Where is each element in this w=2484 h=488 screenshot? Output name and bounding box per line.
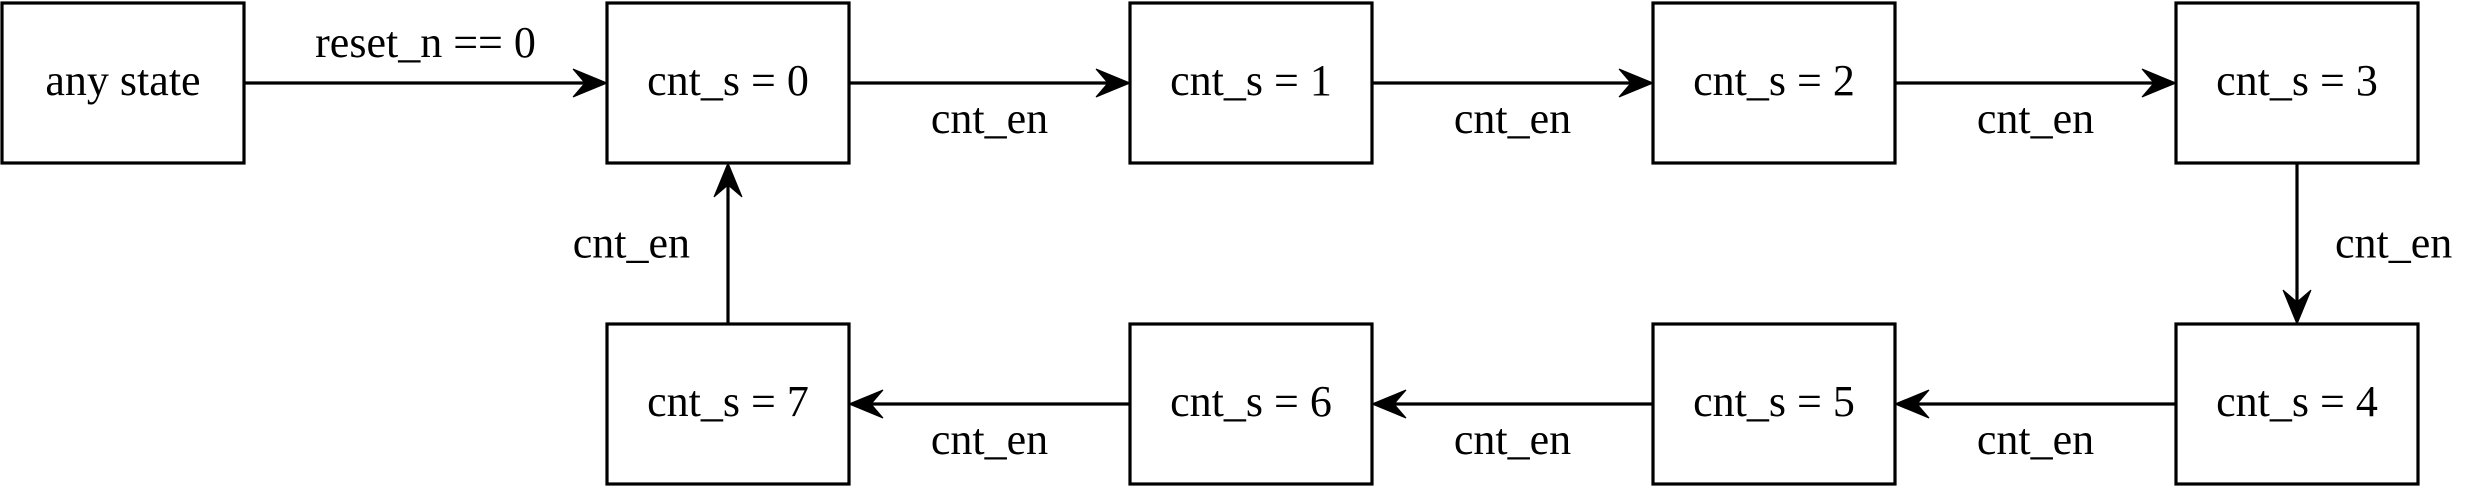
transition-label: reset_n == 0 [315,18,536,67]
arrow-head [572,68,609,98]
state-node-any: any state [0,1,246,165]
transition-s1-to-s2 [1372,68,1655,98]
state-node-s6: cnt_s = 6 [1128,322,1374,486]
arrow-head [2141,68,2178,98]
transition-s4-to-s5 [1893,389,2176,419]
state-label: any state [45,56,200,105]
transition-labels-layer: reset_n == 0 cnt_en cnt_en cnt_en cnt_en cnt_… [315,18,2452,464]
state-box [1128,1,1374,165]
transition-s7-to-s0 [713,161,743,324]
transition-s0-to-s1 [849,68,1132,98]
arrow-head [1370,389,1407,419]
transition-any-to-s0 [244,68,609,98]
state-label: cnt_s = 7 [647,377,809,426]
arrow-head [713,161,743,198]
transitions-layer [244,68,2312,419]
transition-label: cnt_en [2335,219,2452,268]
state-label: cnt_s = 1 [1170,56,1332,105]
transition-label: cnt_en [573,219,690,268]
transition-label: cnt_en [1454,94,1571,143]
transition-s2-to-s3 [1895,68,2178,98]
transition-s6-to-s7 [847,389,1130,419]
transition-label: cnt_en [1977,415,2094,464]
state-node-s3: cnt_s = 3 [2174,1,2420,165]
state-node-s2: cnt_s = 2 [1651,1,1897,165]
state-label: cnt_s = 0 [647,56,809,105]
transition-label: cnt_en [1977,94,2094,143]
state-box [605,322,851,486]
states-layer: any state cnt_s = 0 cnt_s = 1 cnt_s = 2 cnt_… [0,1,2420,486]
state-node-s0: cnt_s = 0 [605,1,851,165]
state-node-s5: cnt_s = 5 [1651,322,1897,486]
state-node-s7: cnt_s = 7 [605,322,851,486]
transition-label: cnt_en [931,94,1048,143]
arrow-head [1095,68,1132,98]
state-box [1128,322,1374,486]
state-box [2174,322,2420,486]
state-label: cnt_s = 5 [1693,377,1855,426]
transition-label: cnt_en [1454,415,1571,464]
transition-label: cnt_en [931,415,1048,464]
state-box [2174,1,2420,165]
state-box [0,1,246,165]
state-label: cnt_s = 4 [2216,377,2378,426]
state-node-s1: cnt_s = 1 [1128,1,1374,165]
state-node-s4: cnt_s = 4 [2174,322,2420,486]
state-box [1651,322,1897,486]
state-label: cnt_s = 6 [1170,377,1332,426]
arrow-head [1893,389,1930,419]
state-box [605,1,851,165]
arrow-head [1618,68,1655,98]
state-label: cnt_s = 3 [2216,56,2378,105]
transition-s5-to-s6 [1370,389,1653,419]
state-label: cnt_s = 2 [1693,56,1855,105]
state-box [1651,1,1897,165]
arrow-head [847,389,884,419]
transition-s3-to-s4 [2282,163,2312,326]
arrow-head [2282,289,2312,326]
